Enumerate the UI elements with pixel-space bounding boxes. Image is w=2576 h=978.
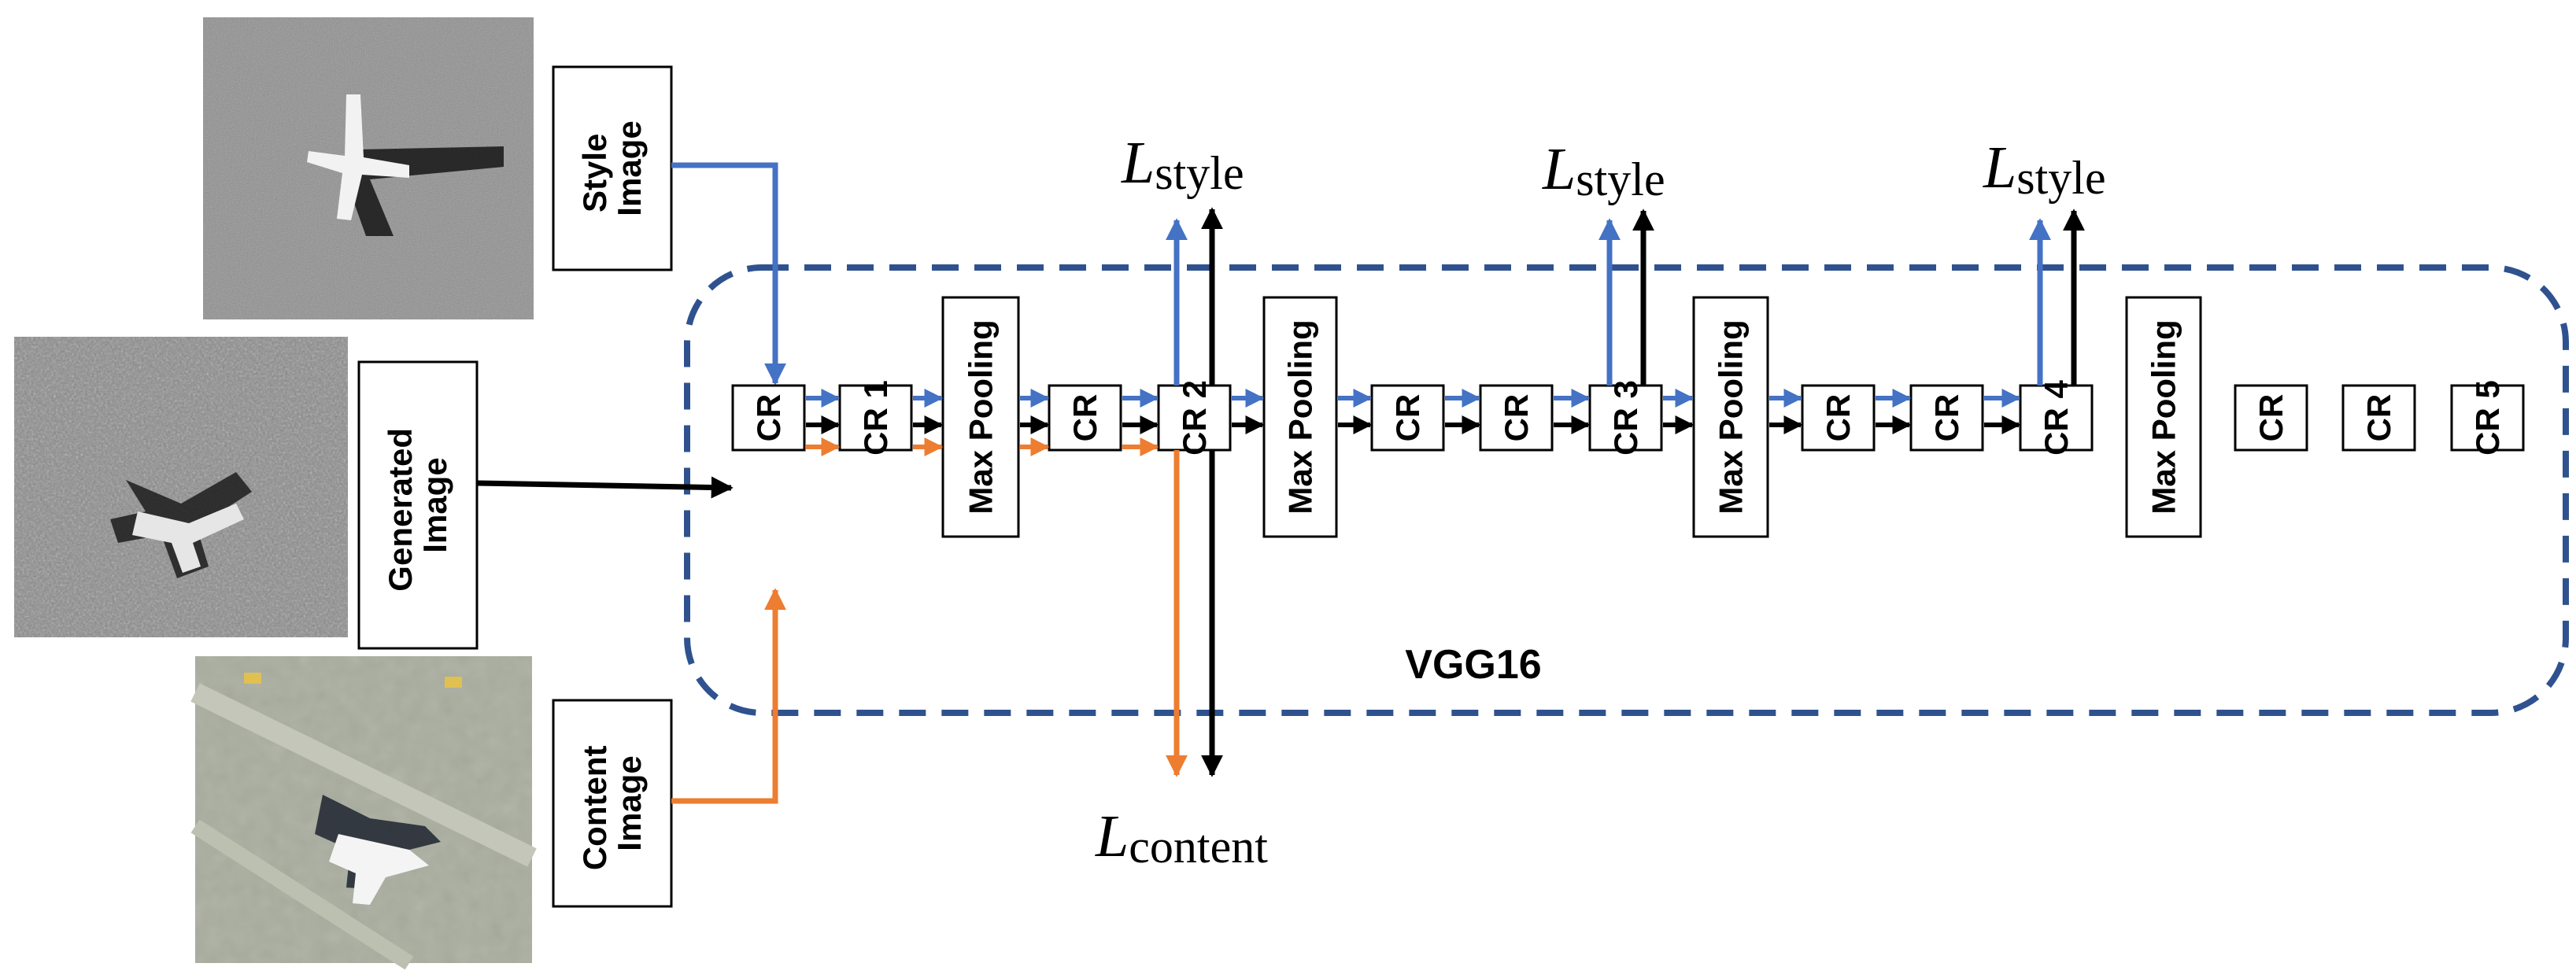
- svg-text:Generated Image: Generated Image: [382, 419, 453, 591]
- layer-box: [2450, 384, 2525, 452]
- generated-image-box: Generated Image: [357, 360, 479, 650]
- layer-box: [1801, 384, 1876, 452]
- style-loss-tap-cr2: [1166, 207, 1223, 386]
- layer-label: CR: [1820, 394, 1857, 442]
- layer-mp-2: Max Pooling: [1262, 296, 1338, 538]
- layer-label: CR: [750, 394, 787, 442]
- generated-image-thumbnail: [14, 337, 348, 637]
- layer-mp-3: Max Pooling: [1692, 296, 1769, 538]
- style-image-label-line-1: Style: [576, 134, 613, 212]
- layer-label: CR 4: [2038, 380, 2075, 456]
- layer-label: Max Pooling: [2145, 319, 2182, 514]
- layer-label: Max Pooling: [1713, 319, 1750, 514]
- style-input-arrow: [671, 162, 786, 386]
- layer-label: CR: [1066, 394, 1103, 442]
- generated-image-label-line-2: Image: [416, 457, 453, 552]
- svg-text:Style Image: Style Image: [576, 120, 648, 216]
- style-image-label-line-2: Image: [611, 120, 648, 216]
- layer-box: [1262, 296, 1338, 538]
- content-input-arrow: [671, 588, 786, 804]
- content-image-label-line-1: Content: [576, 746, 613, 871]
- layer-mp-4: Max Pooling: [2125, 296, 2202, 538]
- content-loss-tap-cr2: [1166, 450, 1223, 777]
- svg-text:Content Image: Content Image: [576, 736, 648, 870]
- layer-label: CR 5: [2469, 380, 2506, 456]
- layer-cr-1: CR 1: [838, 380, 913, 456]
- content-image-label-line-2: Image: [611, 755, 648, 851]
- layer-label: Max Pooling: [1282, 319, 1319, 514]
- layer-label: CR: [2360, 394, 2397, 442]
- layer-label: CR: [1928, 394, 1965, 442]
- style-loss-label-3: Lstyle: [1983, 135, 2106, 204]
- layer-label: CR: [1498, 394, 1535, 442]
- layer-cr-f: CR: [1909, 384, 1984, 452]
- layer-box: [731, 384, 806, 452]
- style-image-box: Style Image: [552, 65, 673, 271]
- layer-cr-d: CR: [1479, 384, 1554, 452]
- layer-box: [1370, 384, 1445, 452]
- vgg16-label: VGG16: [1405, 642, 1541, 688]
- vgg16-layers: CR CR 1 Max Pooling CR CR 2 Max Pooling CR CR CR…: [731, 296, 2525, 538]
- layer-label: CR: [2253, 394, 2290, 442]
- layer-box: [1048, 384, 1122, 452]
- style-image-thumbnail: [203, 17, 534, 319]
- layer-label: CR: [1389, 394, 1426, 442]
- style-loss-tap-cr3: [1598, 209, 1654, 386]
- layer-cr-e: CR: [1801, 384, 1876, 452]
- layer-cr-h: CR: [2341, 384, 2416, 452]
- layer-cr-b: CR: [1048, 384, 1122, 452]
- layer-label: Max Pooling: [963, 319, 1000, 514]
- layer-box: [1479, 384, 1554, 452]
- content-image-box: Content Image: [552, 699, 673, 908]
- layer-cr-g: CR: [2234, 384, 2308, 452]
- content-image-thumbnail: [190, 656, 537, 970]
- layer-cr-a: CR: [731, 384, 806, 452]
- layer-box: [1909, 384, 1984, 452]
- layer-cr-c: CR: [1370, 384, 1445, 452]
- layer-box: [2125, 296, 2202, 538]
- layer-cr-4: CR 4: [2019, 380, 2094, 456]
- layer-box: [2234, 384, 2308, 452]
- layer-box: [838, 384, 913, 452]
- style-loss-label-2: Lstyle: [1542, 136, 1665, 205]
- vgg16-network-border: [684, 264, 2569, 716]
- layer-label: CR 1: [857, 380, 894, 456]
- style-loss-tap-cr4: [2029, 209, 2085, 386]
- layer-box: [1692, 296, 1769, 538]
- layer-label: CR 3: [1607, 380, 1644, 456]
- generated-image-label-line-1: Generated: [382, 428, 419, 592]
- layer-connections: [806, 389, 2021, 456]
- layer-box: [2341, 384, 2416, 452]
- layer-cr-3: CR 3: [1588, 380, 1663, 456]
- layer-box: [1588, 384, 1663, 452]
- generated-input-arrow: [476, 476, 734, 499]
- layer-label: CR 2: [1176, 380, 1213, 456]
- layer-cr-2: CR 2: [1157, 380, 1232, 456]
- content-loss-label: Lcontent: [1095, 803, 1268, 873]
- style-loss-label-1: Lstyle: [1121, 130, 1244, 199]
- layer-cr-5: CR 5: [2450, 380, 2525, 456]
- layer-mp-1: Max Pooling: [941, 296, 1020, 538]
